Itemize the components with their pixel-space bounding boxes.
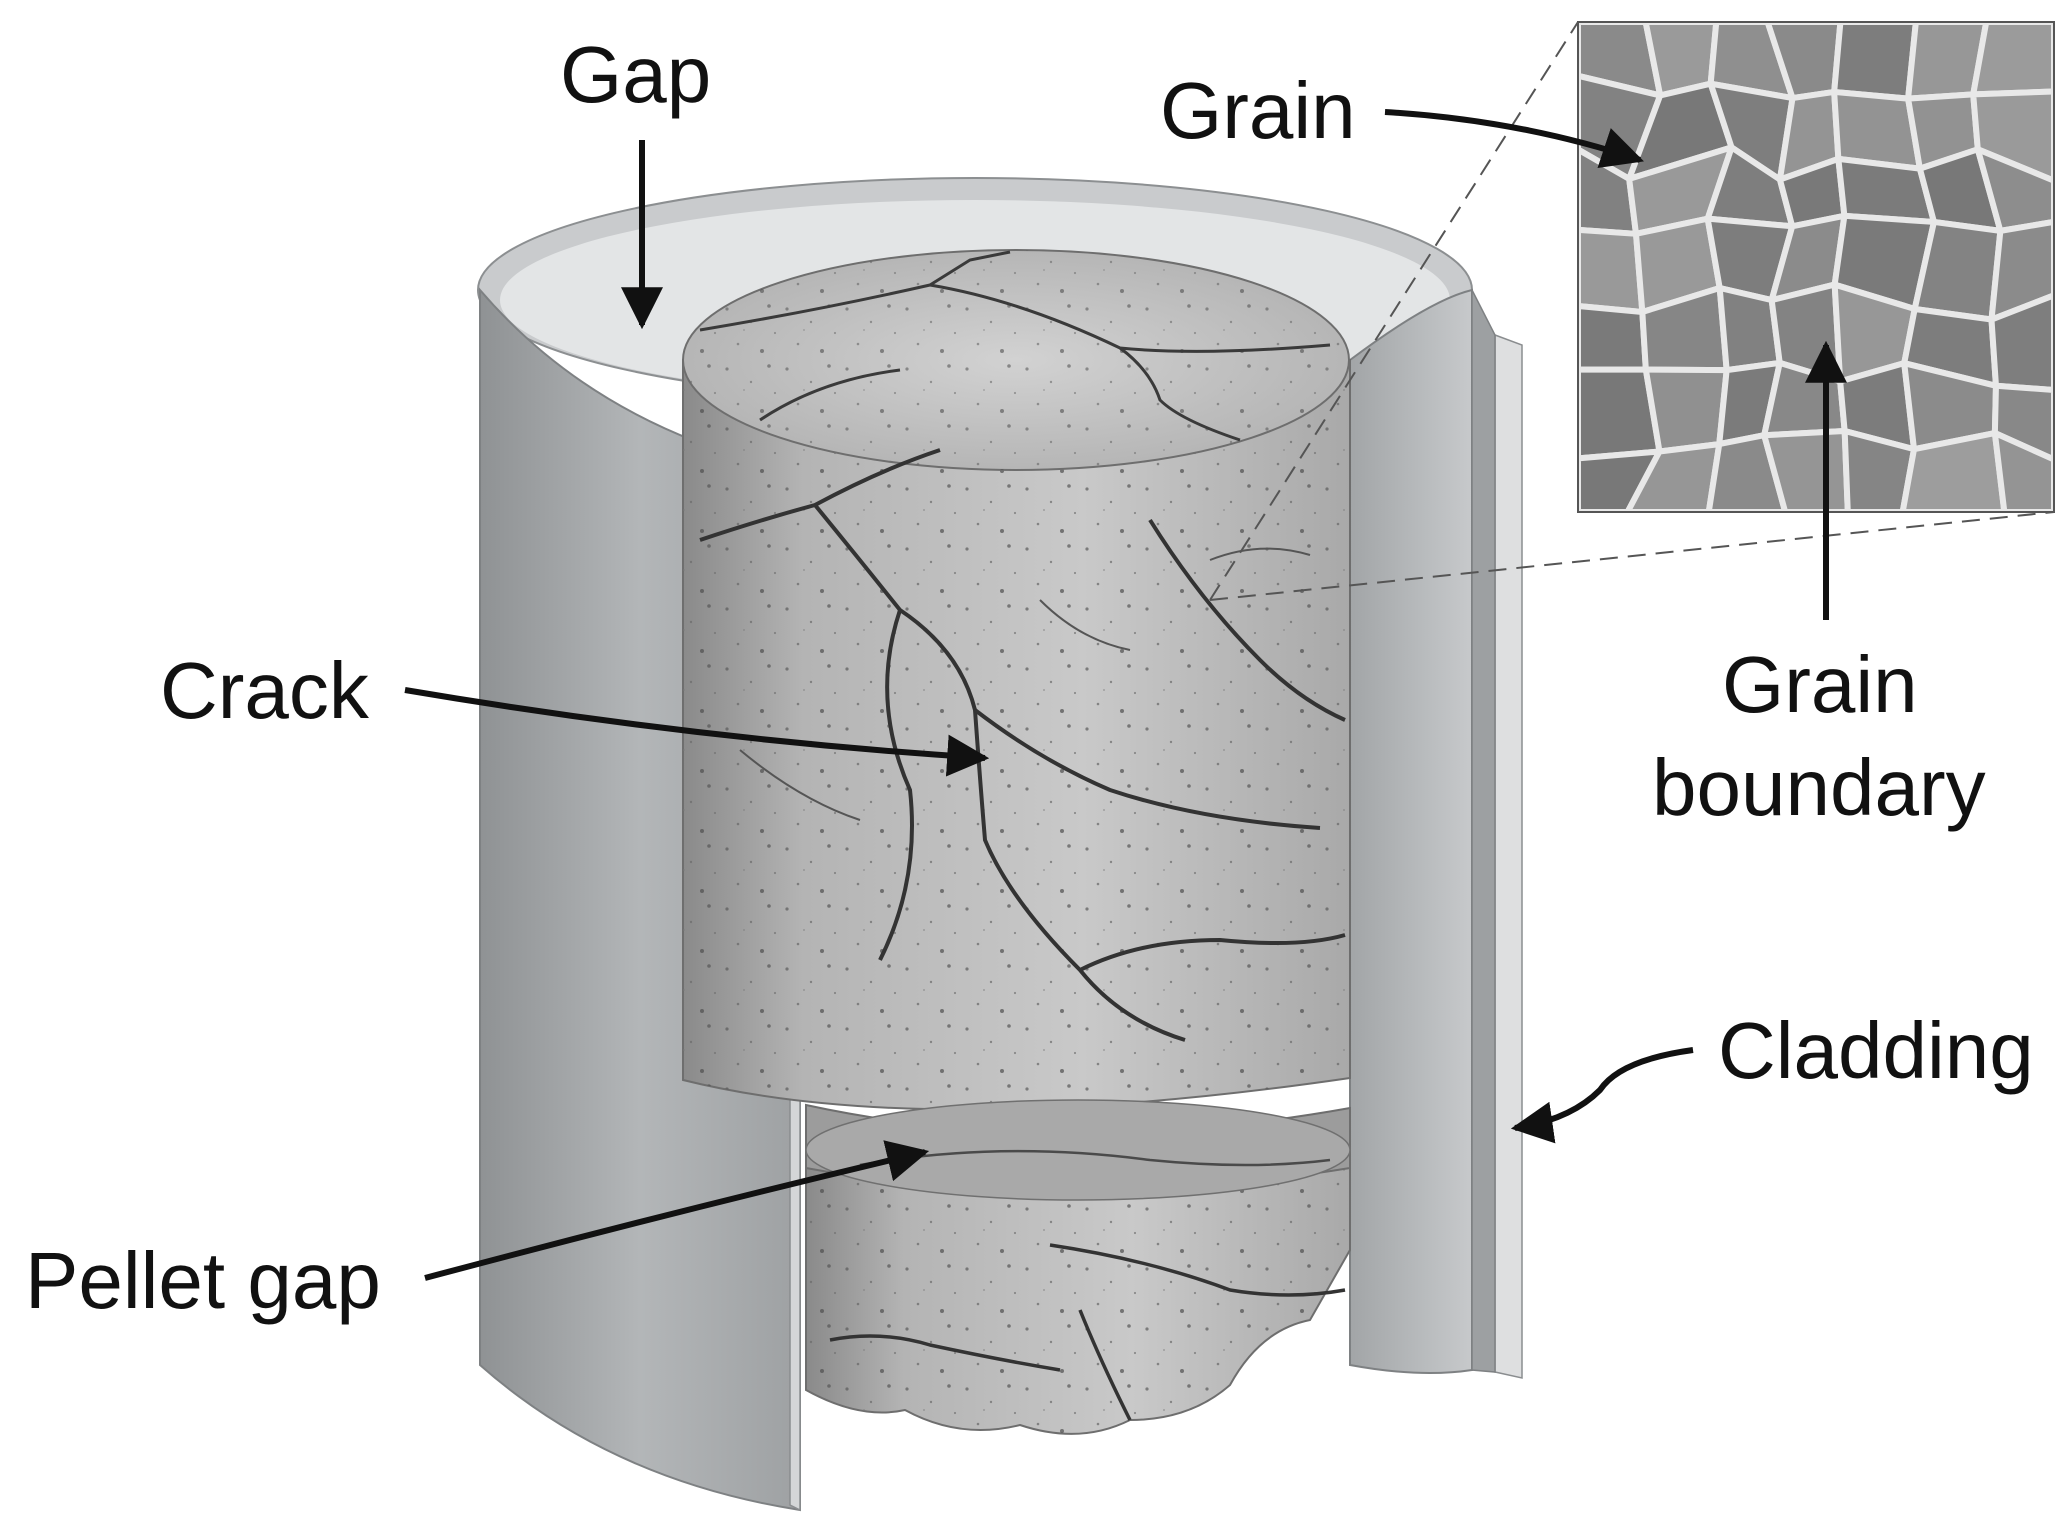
cladding-right-shell	[1349, 288, 1473, 1375]
grain-cell	[1624, 441, 1723, 512]
cladding-right-inner-face	[1494, 333, 1523, 1379]
label-crack: Crack	[160, 646, 370, 735]
pellet-gap-arrow	[424, 1140, 930, 1281]
grain-cell	[1841, 428, 1918, 512]
label-pellet-gap: Pellet gap	[25, 1236, 381, 1325]
grain-micrograph-inset	[1577, 21, 2055, 513]
grain-cell	[1991, 430, 2054, 512]
fuel-pellet-lower	[805, 1164, 1351, 1435]
crack-lines-top	[699, 250, 1331, 442]
zoom-guide-lines	[1209, 21, 2055, 601]
label-grain: Grain	[1160, 66, 1356, 155]
grain-cell	[1578, 302, 1649, 373]
grain-cell	[1642, 366, 1730, 455]
grain-cell	[1988, 218, 2054, 323]
grain-arrow	[1384, 109, 1644, 168]
cladding-right-thickness	[1471, 289, 1496, 1373]
pellet-gap-face	[805, 1099, 1351, 1201]
grain-cell	[1988, 292, 2054, 394]
crack-lines-side	[699, 448, 1346, 1042]
grain-cell	[1578, 226, 1646, 315]
fuel-pellet-upper	[682, 249, 1351, 1111]
grain-cell	[1899, 430, 2008, 512]
grain-cell	[1705, 432, 1789, 512]
cladding-arrow	[1510, 1047, 1694, 1144]
label-grain-boundary-line1: Grain	[1722, 640, 1918, 729]
grain-cell	[1578, 448, 1663, 512]
grain-cell	[1991, 382, 2054, 463]
grain-cell	[1970, 88, 2054, 184]
label-cladding: Cladding	[1718, 1006, 2034, 1095]
grain-cell	[1970, 22, 2054, 98]
crack-arrow	[404, 687, 990, 777]
grain-cell	[1831, 22, 1919, 102]
label-grain-boundary-line2: boundary	[1652, 743, 1986, 832]
label-gap: Gap	[560, 30, 711, 119]
grain-cell	[1974, 146, 2054, 234]
